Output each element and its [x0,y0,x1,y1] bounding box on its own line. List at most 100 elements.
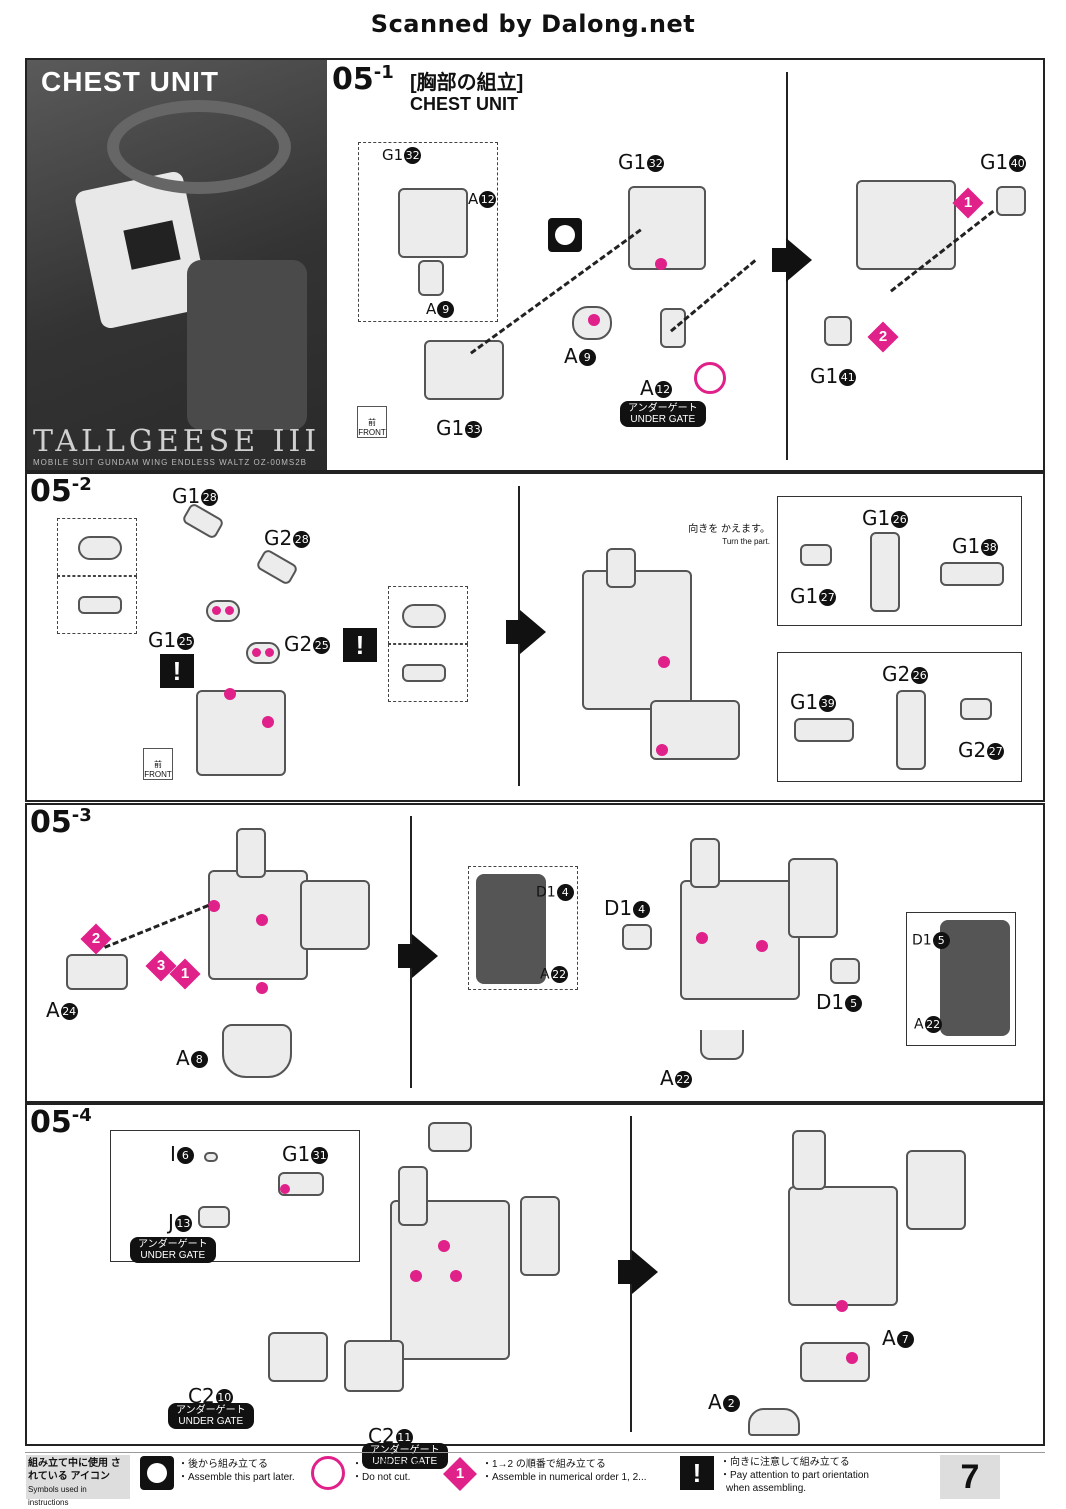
part-letter: G1 [980,150,1009,174]
chest-assembled-piece [856,180,956,270]
part-letter: G1 [382,146,404,164]
part-letter: A [564,344,578,368]
order-badge-2: 2 [867,321,899,353]
arm-right-frame [520,1196,560,1276]
order-icon: 1 [443,1457,477,1491]
step-05-3-label: 05-3 [30,805,92,840]
connector-peg [225,606,234,615]
part-number: 2 [722,1395,740,1412]
hint-piece [402,664,446,682]
connector-peg [208,900,220,912]
step-05-4-label: 05-4 [30,1105,92,1140]
d14-piece [622,924,652,950]
hint-box-right-bottom [388,644,468,702]
legend-later-jp: ・後から組み立てる [178,1459,268,1470]
part-number: 27 [819,589,837,606]
robot-ring-illustration [107,100,291,194]
do-not-cut-icon [311,1456,345,1490]
part-number: 25 [177,633,195,650]
part-number: 9 [578,349,596,366]
part-number: 33 [465,421,483,438]
part-number: 12 [479,191,497,208]
part-letter: G2 [958,738,987,762]
step-sub-number: -2 [71,474,92,495]
under-gate-tag: アンダーゲート UNDER GATE [620,401,706,427]
legend-order-en: ・Assemble in numerical order 1, 2... [482,1472,647,1483]
part-letter: I [170,1142,176,1166]
right-arm-frame [300,880,370,950]
next-arrow-shaft [398,944,412,968]
a7-piece [800,1342,870,1382]
connector-peg [212,606,221,615]
hint-piece [78,536,122,560]
finished-arm-left [792,1130,826,1190]
next-arrow [412,934,438,978]
part-number: 22 [550,966,568,983]
legend-nocut-jp: ・切り取り注意 [352,1459,422,1470]
connector-peg [410,1270,422,1282]
part-letter: G1 [282,1142,311,1166]
part-letter: G2 [882,662,911,686]
part-number: 26 [911,667,929,684]
part-number: 32 [404,147,422,164]
legend-title-en: Symbols used in instructions [28,1485,87,1507]
part-number: 12 [654,381,672,398]
next-arrow [786,238,812,282]
part-number: 10 [215,1389,233,1406]
g1-38-piece [940,562,1004,586]
part-letter: G2 [284,632,313,656]
next-arrow-shaft [618,1260,632,1284]
a2-piece [748,1408,800,1436]
g1-25-piece [206,600,240,622]
orientation-warning-icon: ! [343,628,377,662]
c2-10-piece [268,1332,328,1382]
d15-piece [830,958,860,984]
front-badge: 前 FRONT [143,748,173,780]
part-number: 9 [437,301,455,318]
torso-frame-piece [390,1200,510,1360]
finished-torso-piece [788,1186,898,1306]
part-illustration [418,260,444,296]
detail-illustration [476,874,546,984]
arm-joint-piece [606,548,636,588]
next-arrow [632,1250,658,1294]
legend-order-jp: ・1→2 の順番で組み立てる [482,1459,606,1470]
part-letter: D1 [536,884,556,901]
hint-box-top [57,518,137,576]
connector-peg [588,314,600,326]
part-number: 39 [819,695,837,712]
part-number: 5 [845,995,863,1012]
legend-nocut-text: ・切り取り注意 ・Do not cut. [352,1458,432,1484]
step-number: 05 [30,805,72,840]
g1-33-piece [424,340,504,400]
part-number: 38 [981,539,999,556]
step-05-1-title-jp: [胸部の組立] [410,72,524,94]
g2-27-piece [960,698,992,720]
step-sub-number: -4 [71,1105,92,1126]
under-gate-jp: アンダーゲート [138,1239,208,1250]
part-number: 13 [174,1215,192,1232]
order-number: 1 [963,194,973,211]
under-gate-en: UNDER GATE [372,1456,438,1467]
connector-peg [438,1240,450,1252]
legend-orient-en: ・Pay attention to part orientation [720,1470,869,1481]
part-letter: A [660,1066,674,1090]
part-number: 6 [176,1147,194,1164]
part-letter: G1 [618,150,647,174]
legend-nocut-en: ・Do not cut. [352,1472,411,1483]
under-gate-tag: アンダーゲート UNDER GATE [168,1403,254,1429]
connector-peg [265,648,274,657]
turn-part-en: Turn the part. [722,537,770,546]
step-05-2-label: 05-2 [30,474,92,509]
part-number: 7 [896,1331,914,1348]
step-sub-number: -1 [373,62,394,83]
order-badge-1: 1 [169,958,201,990]
